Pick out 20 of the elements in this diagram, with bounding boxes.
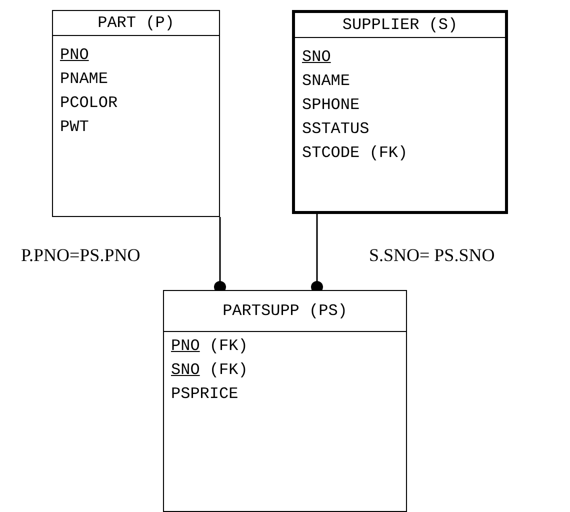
entity-table	[292, 10, 508, 214]
column-name: STCODE (FK)	[302, 143, 408, 163]
column-name: PNAME	[60, 69, 108, 89]
relationship-line	[214, 217, 226, 293]
column-name: SNAME	[302, 71, 350, 91]
column-name: PWT	[60, 117, 89, 137]
column-name: PCOLOR	[60, 93, 118, 113]
entity-table	[52, 10, 220, 217]
column-name: PNO	[60, 45, 89, 65]
column-name: PNO (FK)	[171, 336, 248, 356]
table-title: SUPPLIER (S)	[295, 13, 505, 38]
entity-table	[163, 290, 407, 512]
table-title: PARTSUPP (PS)	[164, 291, 406, 332]
column-name: SSTATUS	[302, 119, 370, 139]
column-name: PSPRICE	[171, 384, 238, 404]
table-title: PART (P)	[53, 11, 219, 36]
column-name: SPHONE	[302, 95, 360, 115]
column-name: SNO (FK)	[171, 360, 248, 380]
relationship-line	[311, 214, 323, 293]
column-name: SNO	[302, 47, 331, 67]
